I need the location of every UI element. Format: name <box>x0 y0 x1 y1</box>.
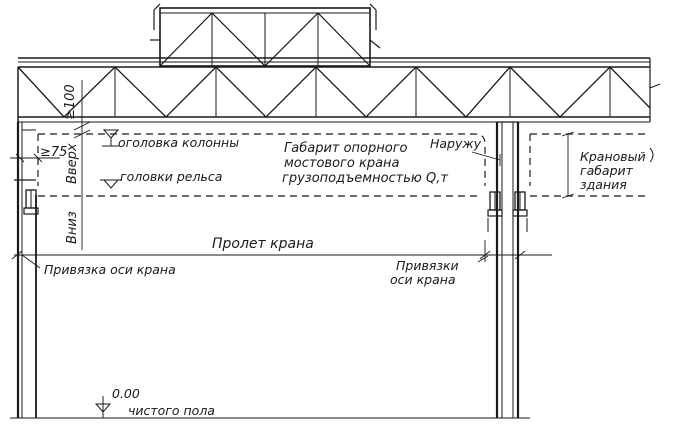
label-top-min: ≥100 <box>63 84 78 120</box>
label-crane-line3: грузоподъемностью Q,т <box>282 171 448 186</box>
crane-span-dimension: Пролет крана <box>11 236 552 262</box>
label-span: Пролет крана <box>212 236 314 252</box>
label-building-line1: Крановый <box>580 149 646 164</box>
roof-lantern <box>150 3 381 67</box>
roof-truss <box>17 57 661 130</box>
label-crane-line2: мостового крана <box>284 156 400 171</box>
label-binding-left: Привязка оси крана <box>44 262 176 277</box>
label-up: Вверх <box>65 143 80 184</box>
dim-top-clearance: ≥100 Вверх Вниз <box>63 80 91 250</box>
label-binding-right-line1: Привязки <box>396 258 459 273</box>
floor-level: 0.00 чистого пола <box>10 386 530 419</box>
label-rail-head: головки рельса <box>120 169 222 184</box>
left-column <box>14 122 39 418</box>
label-floor-level: 0.00 <box>112 386 140 401</box>
building-clearance: Крановый габарит здания <box>561 131 654 199</box>
label-side-min: ≥75 <box>40 145 67 160</box>
outward-indicator: Наружу <box>430 136 501 166</box>
crane-clearance-outline <box>37 133 650 197</box>
label-crane-line1: Габарит опорного <box>284 141 408 156</box>
label-floor-text: чистого пола <box>128 403 215 418</box>
binding-right: Привязки оси крана <box>390 255 489 287</box>
label-building-line3: здания <box>580 177 627 192</box>
label-column-head: оголовка колонны <box>118 135 239 150</box>
column-head-mark: оголовка колонны <box>102 129 239 150</box>
label-binding-right-line2: оси крана <box>390 272 456 287</box>
right-column <box>487 121 528 418</box>
binding-left: Привязка оси крана <box>21 254 176 277</box>
crane-clearance-label: Габарит опорного мостового крана грузопо… <box>282 141 448 186</box>
rail-head-mark: головки рельса <box>100 169 222 189</box>
label-outward: Наружу <box>430 136 482 151</box>
dim-side-clearance: ≥75 <box>10 145 67 163</box>
label-down: Вниз <box>65 211 80 244</box>
label-building-line2: габарит <box>580 163 634 178</box>
